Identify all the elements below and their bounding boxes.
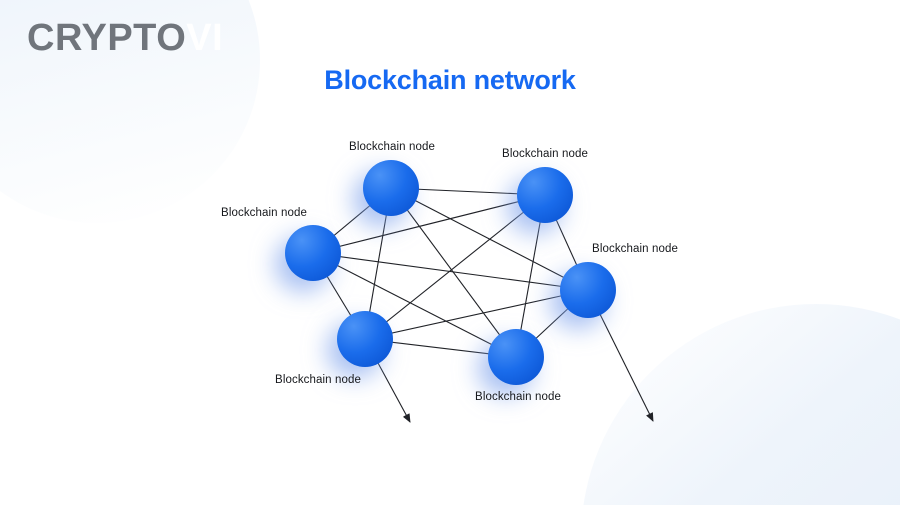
node-5-circle xyxy=(337,311,393,367)
node-1-circle xyxy=(363,160,419,216)
node-6-circle xyxy=(488,329,544,385)
logo-text-primary: CRYPTO xyxy=(27,17,187,59)
page-title: Blockchain network xyxy=(324,65,576,95)
logo-text-secondary: VI xyxy=(186,17,224,59)
logo: CRYPTOVI xyxy=(27,19,223,57)
edge-line xyxy=(364,289,589,340)
edge-line xyxy=(390,187,517,358)
node-layer xyxy=(285,160,616,385)
node-2-circle xyxy=(517,167,573,223)
edge-line xyxy=(312,252,517,358)
edge-line xyxy=(312,252,589,291)
node-4-circle xyxy=(560,262,616,318)
edge-line xyxy=(364,194,546,340)
edge-line xyxy=(312,194,546,254)
node-3-circle xyxy=(285,225,341,281)
